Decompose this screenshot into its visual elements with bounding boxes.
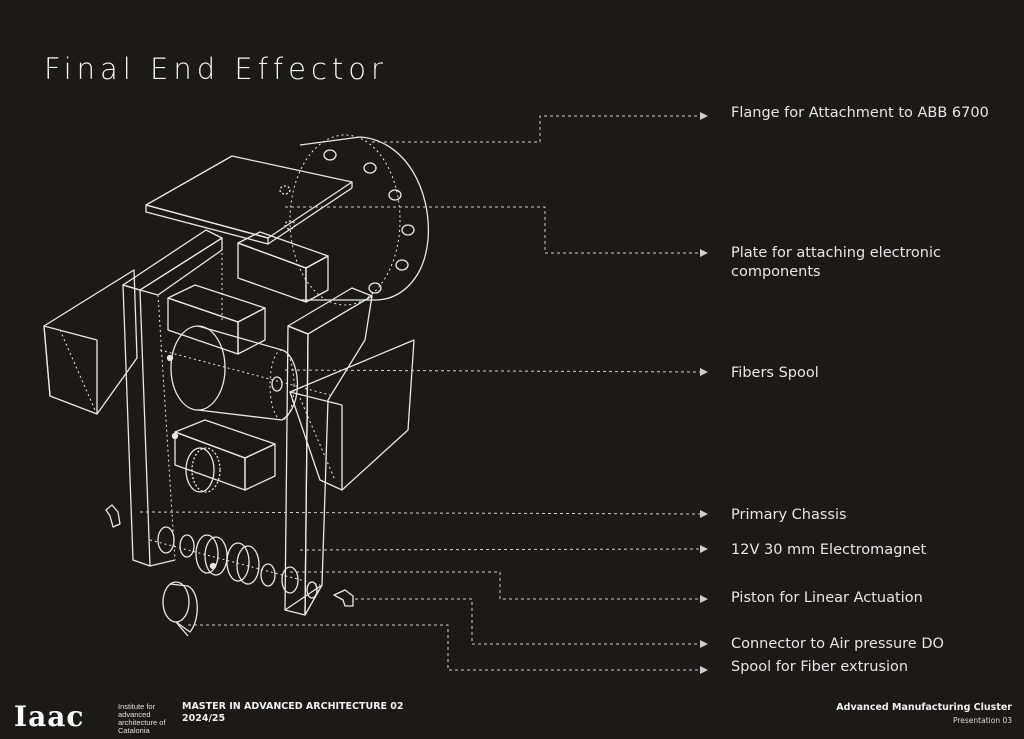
label-plate: Plate for attaching electronic component… — [731, 245, 941, 280]
chassis-right-tower — [284, 287, 373, 616]
program-year: 2024/25 — [182, 713, 226, 724]
label-spool-extrusion: Spool for Fiber extrusion — [731, 659, 909, 675]
label-fibers-spool: Fibers Spool — [731, 365, 819, 381]
fibers-spool-part — [159, 325, 331, 421]
chassis-left-tower — [122, 229, 223, 567]
label-flange: Flange for Attachment to ABB 6700 — [731, 105, 989, 121]
label-electromagnet: 12V 30 mm Electromagnet — [731, 542, 927, 558]
label-piston: Piston for Linear Actuation — [731, 590, 923, 606]
label-connector: Connector to Air pressure DO — [731, 636, 944, 652]
extrusion-spool-part — [162, 581, 198, 637]
page-title: Final End Effector — [44, 52, 388, 86]
inner-box-lower — [171, 419, 276, 493]
program-info: MASTER IN ADVANCED ARCHITECTURE 02 2024/… — [182, 701, 404, 725]
institute-name: Institute for advanced architecture of C… — [118, 702, 166, 735]
electronics-box — [237, 231, 329, 303]
iaac-logo: Iaac — [14, 700, 85, 733]
right-side-panel — [289, 339, 415, 491]
label-primary-chassis: Primary Chassis — [731, 507, 847, 523]
presentation-number: Presentation 03 — [952, 716, 1012, 725]
actuation-chain — [149, 526, 321, 599]
leader-arrowheads — [700, 112, 708, 674]
inner-box-upper — [167, 284, 266, 355]
program-name: MASTER IN ADVANCED ARCHITECTURE 02 — [182, 701, 404, 712]
flange-part — [279, 134, 430, 306]
air-connectors — [105, 504, 354, 607]
cluster-name: Advanced Manufacturing Cluster — [836, 702, 1012, 713]
leader-lines — [139, 115, 701, 671]
plate-part — [145, 155, 353, 245]
left-side-panel — [43, 269, 138, 415]
